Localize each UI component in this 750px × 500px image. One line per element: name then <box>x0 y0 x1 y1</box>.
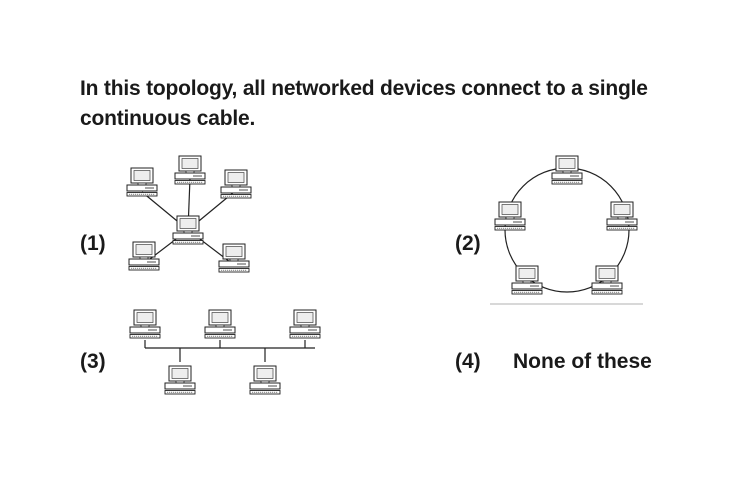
option-4-label[interactable]: (4) <box>455 350 481 373</box>
option-3-label[interactable]: (3) <box>80 350 106 373</box>
star-topology-icon <box>126 155 252 273</box>
question-text: In this topology, all networked devices … <box>80 77 648 130</box>
option-4-text[interactable]: None of these <box>513 350 652 373</box>
bus-topology-icon <box>129 309 321 395</box>
option-2-label[interactable]: (2) <box>455 232 481 255</box>
option-1-label[interactable]: (1) <box>80 232 106 255</box>
ring-topology-icon <box>490 155 643 305</box>
